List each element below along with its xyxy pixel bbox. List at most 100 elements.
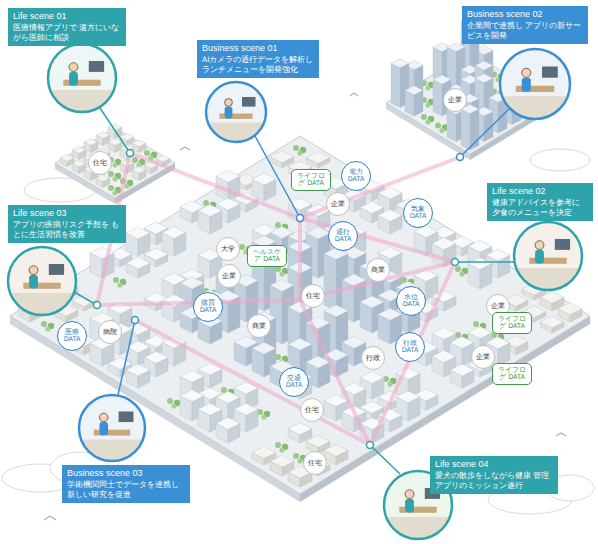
building-roof	[450, 364, 474, 376]
building-roof	[234, 336, 258, 348]
lifelog-data-icon: ライフログ DATA	[492, 312, 532, 334]
scene-callout: Life scene 03アプリの疾病リスク予想を もとに生活習慣を改善	[8, 205, 126, 243]
building-roof	[270, 279, 294, 291]
building-roof	[306, 435, 330, 447]
callout-heading: Life scene 01	[13, 11, 121, 22]
tree	[473, 321, 479, 327]
scene-table	[529, 258, 566, 264]
building-roof	[432, 238, 456, 250]
building-roof	[72, 295, 96, 307]
scene-table	[23, 283, 60, 289]
building-roof	[252, 447, 276, 459]
place-label: 商業	[247, 314, 271, 338]
node-label: 住宅	[305, 407, 319, 414]
building-roof	[405, 86, 423, 95]
building-roof	[198, 403, 222, 415]
scene-screen	[49, 264, 64, 275]
building-face	[447, 110, 456, 142]
tree	[108, 185, 114, 191]
bird	[44, 516, 56, 520]
callout-heading: Life scene 03	[13, 208, 121, 219]
callout-heading: Life scene 02	[492, 186, 588, 197]
building-roof	[468, 240, 492, 252]
place-label: 商業	[366, 258, 390, 282]
building-roof	[252, 173, 276, 185]
lifelog-data-icon: ヘルスケア DATA	[247, 245, 287, 267]
scene-illustration	[206, 82, 266, 153]
building-roof	[306, 152, 330, 164]
scene-table	[220, 114, 253, 119]
building-roof	[432, 350, 456, 362]
callout-heading: Business scene 03	[67, 468, 185, 479]
building-roof	[468, 258, 492, 270]
building-roof	[378, 210, 402, 222]
building-roof	[288, 423, 312, 435]
platforms	[10, 52, 590, 502]
place-label: 大学	[216, 237, 240, 261]
building-roof	[360, 202, 384, 214]
node-label: 行政	[366, 355, 380, 362]
tree	[425, 119, 430, 124]
building-roof	[540, 291, 564, 303]
birds	[44, 93, 566, 520]
node-label: 購買 DATA	[197, 300, 219, 314]
building-roof	[360, 296, 384, 308]
building-roof	[324, 444, 348, 456]
tree	[279, 271, 284, 276]
network-line	[298, 218, 302, 300]
network-line	[135, 320, 370, 445]
person-body	[225, 107, 233, 119]
node-label: 病院	[103, 329, 117, 336]
buildings	[18, 17, 582, 488]
place-label: 企業	[217, 264, 241, 288]
callout-body: 企業間で連携し アプリの新サービスを開発	[467, 21, 583, 41]
leader-dot	[132, 317, 139, 324]
building-roof	[108, 138, 122, 145]
node-label: 大学	[221, 246, 235, 253]
person-head	[225, 99, 233, 107]
building-roof	[270, 151, 294, 163]
node-label: 住宅	[306, 293, 320, 300]
place-label: 病院	[98, 320, 122, 344]
node-label: ライフログ DATA	[495, 367, 529, 381]
data-icon: 電力 DATA	[341, 161, 371, 191]
scene-callout: Life scene 02健康アドバイスを参考に 夕食のメニューを決定	[487, 183, 593, 221]
building-roof	[72, 147, 86, 154]
building-roof	[144, 352, 168, 364]
callout-body: アプリの疾病リスク予想を もとに生活習慣を改善	[13, 220, 121, 240]
data-icon: 行政 DATA	[395, 332, 425, 362]
building-roof	[432, 328, 456, 340]
person-body	[69, 72, 78, 86]
building-roof	[162, 227, 186, 239]
tree	[171, 403, 176, 408]
scene-illustrations	[8, 44, 582, 544]
leader-dot	[297, 215, 304, 222]
building-roof	[126, 364, 150, 376]
leader-line	[370, 445, 400, 474]
callout-body: 愛犬の散歩をしながら健康 管理アプリのミッション遂行	[435, 471, 553, 491]
scene-screen	[242, 97, 256, 107]
tree	[261, 414, 266, 419]
callout-body: AIカメラの通行データを解析し ランチメニューを開発強化	[202, 55, 314, 75]
scene-circle	[500, 49, 570, 119]
scene-callout: Life scene 01医療情報アプリで 遠方にいながら医師に相談	[8, 8, 126, 46]
building-roof	[126, 227, 150, 239]
scene-screen	[555, 239, 570, 250]
person-head	[69, 63, 78, 72]
leader-dot	[457, 154, 464, 161]
building-roof	[468, 326, 492, 338]
bird	[556, 433, 566, 436]
tree	[167, 398, 173, 404]
building-roof	[306, 227, 330, 239]
tree	[297, 458, 302, 463]
scene-floor	[514, 268, 582, 302]
building-roof	[378, 247, 402, 259]
callout-body: 健康アドバイスを参考に 夕食のメニューを決定	[492, 198, 588, 218]
building-face	[391, 63, 400, 107]
building-roof	[132, 140, 146, 147]
scene-screen	[89, 61, 104, 72]
bird	[350, 93, 358, 96]
building-roof	[360, 372, 384, 384]
tree	[108, 171, 114, 177]
leader-line	[455, 261, 515, 263]
